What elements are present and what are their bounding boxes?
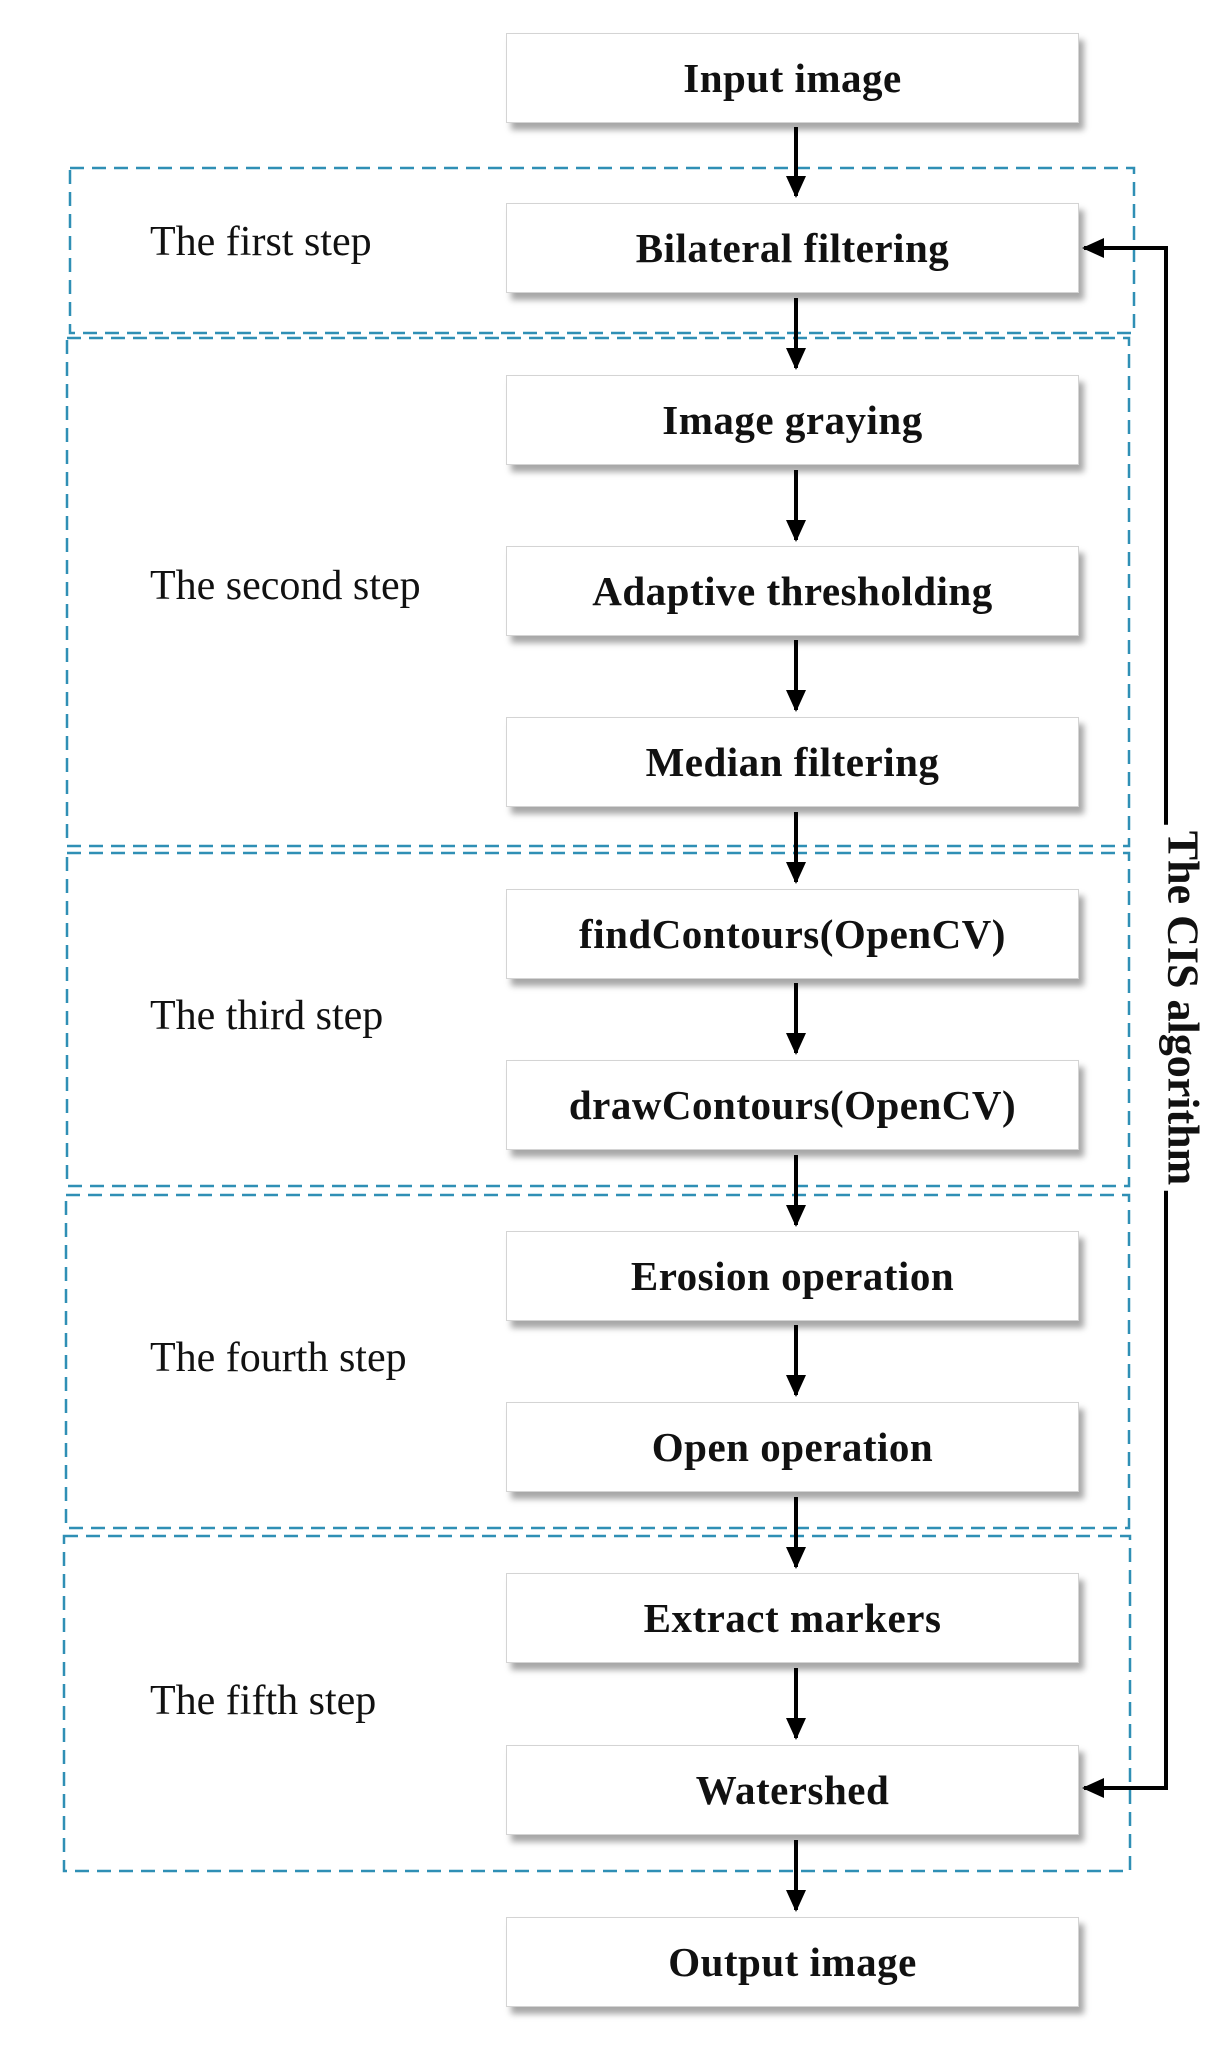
box-image-graying: Image graying xyxy=(506,375,1079,465)
box-open-operation-label: Open operation xyxy=(651,1424,934,1470)
group-frame-first-step xyxy=(68,166,1136,335)
box-median-filtering-label: Median filtering xyxy=(645,739,940,785)
box-median-filtering: Median filtering xyxy=(506,717,1079,807)
box-find-contours-label: findContours(OpenCV) xyxy=(579,911,1006,957)
cis-algorithm-label: The CIS algorithm xyxy=(1157,824,1209,1192)
box-output-image-label: Output image xyxy=(668,1939,917,1985)
step-label-fourth: The fourth step xyxy=(150,1335,407,1381)
box-adaptive-thresholding: Adaptive thresholding xyxy=(506,546,1079,636)
box-find-contours: findContours(OpenCV) xyxy=(506,889,1079,979)
group-frame-fifth-step xyxy=(62,1534,1132,1873)
box-draw-contours-label: drawContours(OpenCV) xyxy=(568,1082,1017,1128)
box-image-graying-label: Image graying xyxy=(662,397,923,443)
box-bilateral-filtering: Bilateral filtering xyxy=(506,203,1079,293)
step-label-first: The first step xyxy=(150,219,372,265)
box-draw-contours: drawContours(OpenCV) xyxy=(506,1060,1079,1150)
box-extract-markers-label: Extract markers xyxy=(643,1595,942,1641)
box-adaptive-thresholding-label: Adaptive thresholding xyxy=(592,568,993,614)
step-label-fifth: The fifth step xyxy=(150,1678,377,1724)
group-frame-fourth-step xyxy=(64,1193,1131,1530)
group-frame-third-step xyxy=(65,851,1131,1188)
box-open-operation: Open operation xyxy=(506,1402,1079,1492)
step-label-second: The second step xyxy=(150,563,421,609)
box-erosion-operation-label: Erosion operation xyxy=(630,1253,955,1299)
box-input-image-label: Input image xyxy=(683,55,902,101)
box-input-image: Input image xyxy=(506,33,1079,123)
box-bilateral-filtering-label: Bilateral filtering xyxy=(635,225,950,271)
box-output-image: Output image xyxy=(506,1917,1079,2007)
box-extract-markers: Extract markers xyxy=(506,1573,1079,1663)
box-watershed: Watershed xyxy=(506,1745,1079,1835)
box-erosion-operation: Erosion operation xyxy=(506,1231,1079,1321)
box-watershed-label: Watershed xyxy=(695,1767,890,1813)
group-frame-second-step xyxy=(65,336,1131,848)
step-label-third: The third step xyxy=(150,993,384,1039)
